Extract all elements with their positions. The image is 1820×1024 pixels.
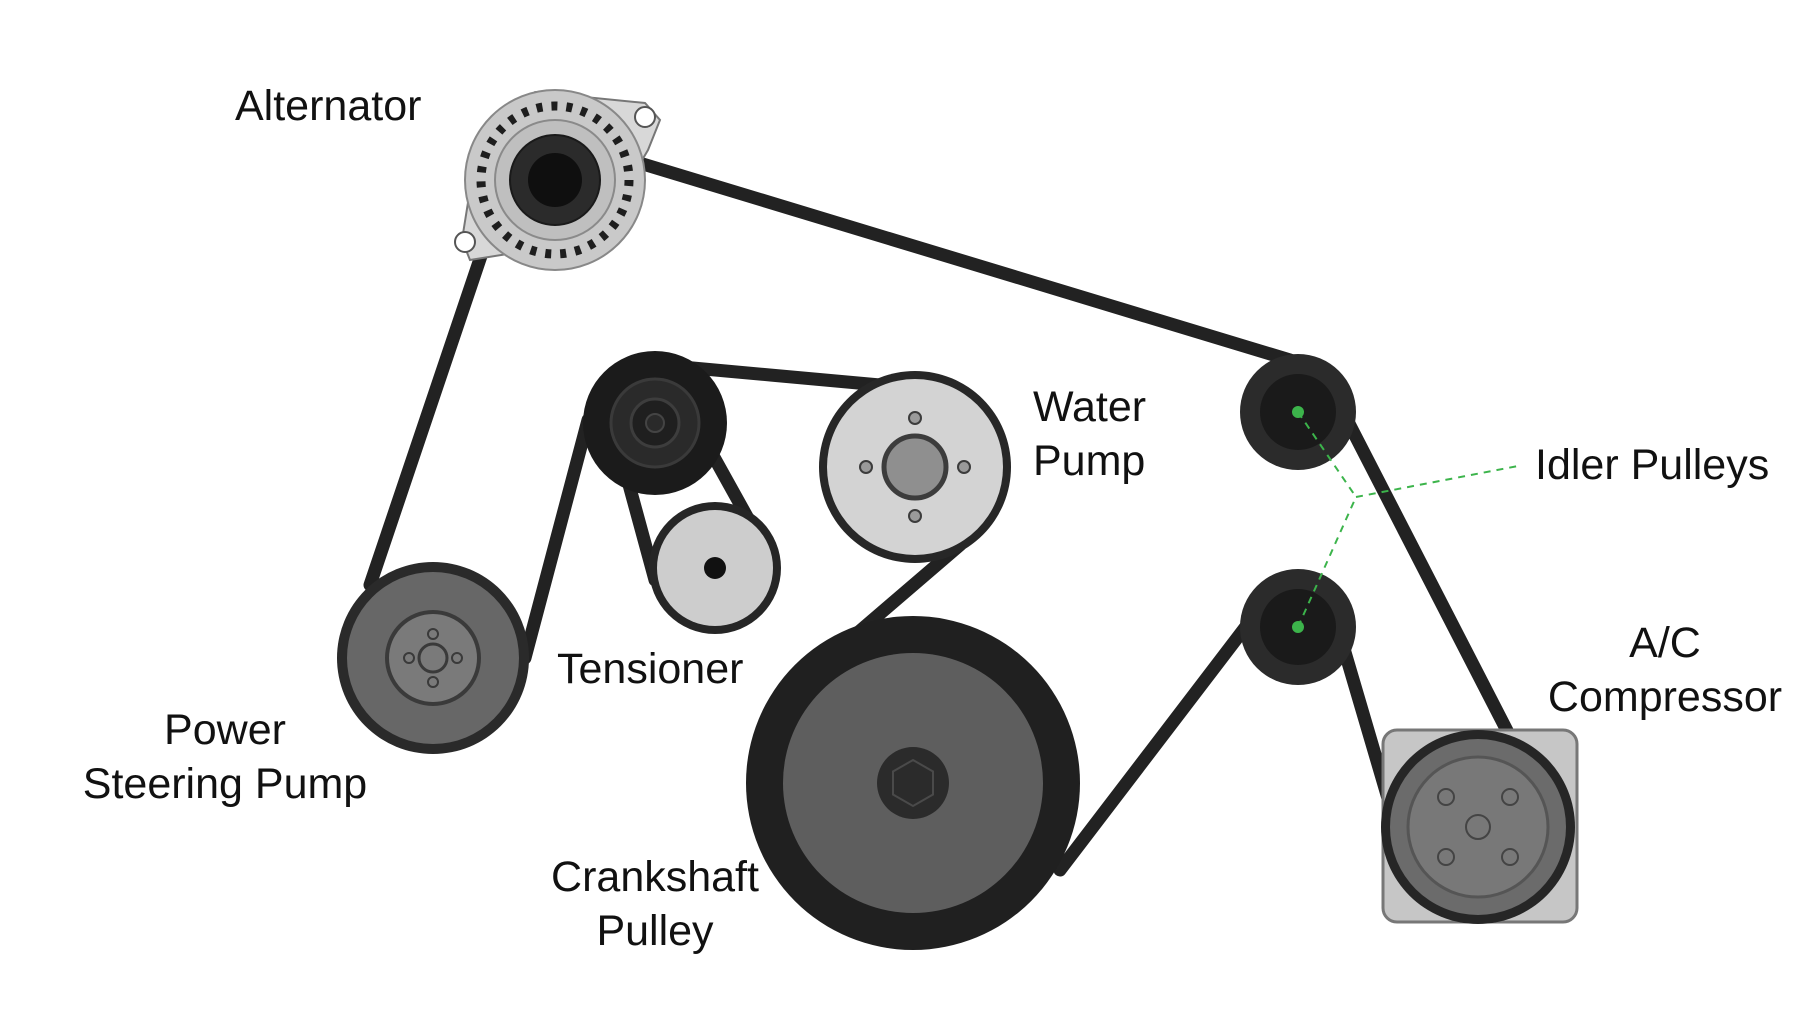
- crankshaft-pulley-label: Crankshaft Pulley: [551, 853, 759, 955]
- alternator-mount-hole: [454, 231, 476, 253]
- ac-compressor-icon: [1381, 728, 1579, 924]
- power-steering-pump-icon: [337, 562, 529, 754]
- belt-power-steering-to-tensioner: [518, 413, 595, 665]
- ac-compressor-label: A/C Compressor: [1547, 619, 1783, 721]
- tensioner-pulley-icon: [583, 351, 727, 495]
- alternator-label: Alternator: [235, 82, 422, 130]
- water-pump-icon: [819, 371, 1011, 563]
- idler-leader-lines: [1297, 411, 1519, 628]
- alternator-mount-hole: [634, 106, 656, 128]
- crankshaft-pulley-icon: [746, 616, 1080, 950]
- alternator-icon: [454, 89, 662, 271]
- hex-bolt-icon: [892, 758, 934, 808]
- belt-alternator-to-idler-upper: [583, 141, 1297, 367]
- power-steering-pump-label: Power Steering Pump: [82, 706, 368, 808]
- alternator-pulley-hub: [528, 153, 582, 207]
- water-pump-label: Water Pump: [1033, 383, 1147, 485]
- belt-idler-upper-to-ac: [1335, 403, 1525, 759]
- alternator-vent-ring: [476, 101, 634, 259]
- idler-pulleys-label: Idler Pulleys: [1535, 441, 1770, 489]
- tensioner-small-pulley-icon: [649, 502, 781, 634]
- belt-crankshaft-to-idler-lower: [1053, 605, 1264, 877]
- tensioner-label: Tensioner: [557, 645, 744, 693]
